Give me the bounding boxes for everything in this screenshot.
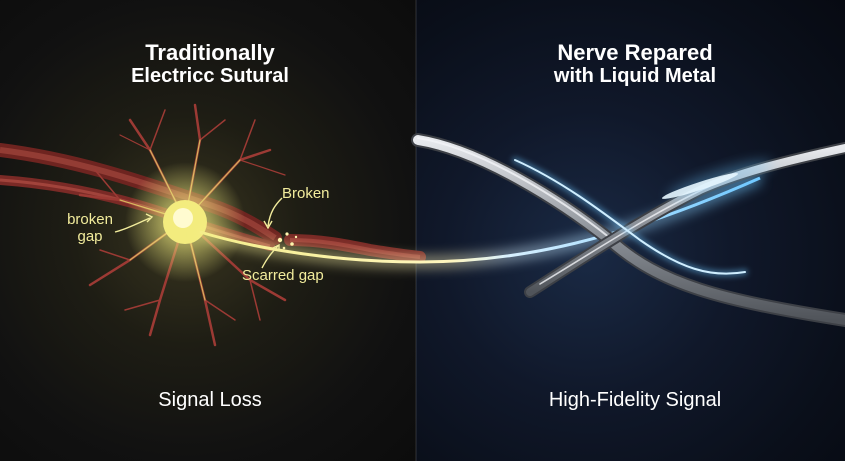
scarred-gap-label: Scarred gap bbox=[242, 267, 324, 284]
right-title: Nerve Repared with Liquid Metal bbox=[470, 40, 800, 88]
right-title-line1: Nerve Repared bbox=[557, 40, 713, 65]
broken-label: Broken bbox=[282, 185, 330, 202]
label-arrows bbox=[114, 197, 283, 269]
left-caption: Signal Loss bbox=[158, 389, 262, 411]
panel-divider bbox=[415, 0, 417, 461]
left-title-line2: Electricc Sutural bbox=[131, 65, 289, 88]
right-caption: High-Fidelity Signal bbox=[548, 389, 722, 411]
left-title: Traditionally Electricc Sutural bbox=[60, 40, 360, 88]
left-title-line1: Traditionally bbox=[145, 40, 275, 65]
broken-gap-label: broken gap bbox=[67, 211, 113, 245]
right-signal-glow bbox=[661, 160, 773, 200]
right-title-line2: with Liquid Metal bbox=[553, 65, 717, 88]
liquid-metal-conduits bbox=[411, 133, 845, 327]
